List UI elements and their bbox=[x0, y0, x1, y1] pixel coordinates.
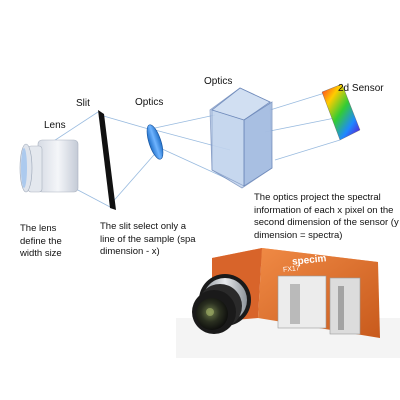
sensor-label: 2d Sensor bbox=[338, 83, 384, 94]
slit-label: Slit bbox=[76, 98, 90, 109]
optics-large-label: Optics bbox=[204, 76, 233, 87]
lens-barrel-icon bbox=[19, 139, 79, 193]
slit-plate-icon bbox=[98, 110, 116, 210]
camera-photo bbox=[176, 248, 400, 358]
lens-label: Lens bbox=[44, 120, 66, 131]
optics-small-label: Optics bbox=[135, 97, 164, 108]
lens-caption: The lens define the width size bbox=[20, 223, 62, 259]
optics-caption: The optics project the spectral informat… bbox=[254, 192, 399, 241]
slit-caption: The slit select only a line of the sampl… bbox=[100, 221, 196, 257]
sensor-spectrum-icon bbox=[321, 83, 361, 141]
prism-icon bbox=[209, 87, 273, 189]
lens-element-icon bbox=[146, 124, 164, 160]
